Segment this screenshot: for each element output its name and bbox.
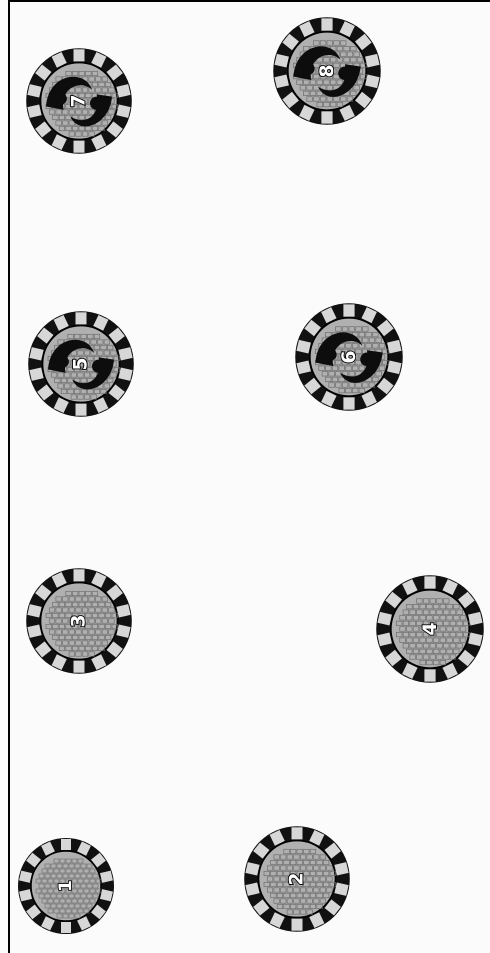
token-number: 1 [56, 880, 76, 892]
token-number: 6 [338, 350, 360, 363]
token-number: 2 [287, 872, 308, 885]
token-5[interactable]: 5 [26, 309, 136, 419]
token-number: 3 [69, 614, 90, 627]
token-number: 8 [316, 64, 338, 77]
token-3[interactable]: 3 [24, 566, 134, 676]
token-7[interactable]: 7 [24, 45, 134, 157]
token-number: 4 [419, 622, 441, 635]
token-number: 5 [71, 357, 92, 370]
token-6[interactable]: 6 [293, 301, 405, 413]
token-number: 7 [69, 94, 90, 107]
token-1[interactable]: 1 [16, 836, 116, 936]
board-left-border [8, 0, 10, 953]
board-top-border [8, 0, 490, 2]
token-2[interactable]: 2 [242, 824, 352, 934]
token-4[interactable]: 4 [374, 573, 486, 685]
token-8[interactable]: 8 [271, 15, 383, 127]
